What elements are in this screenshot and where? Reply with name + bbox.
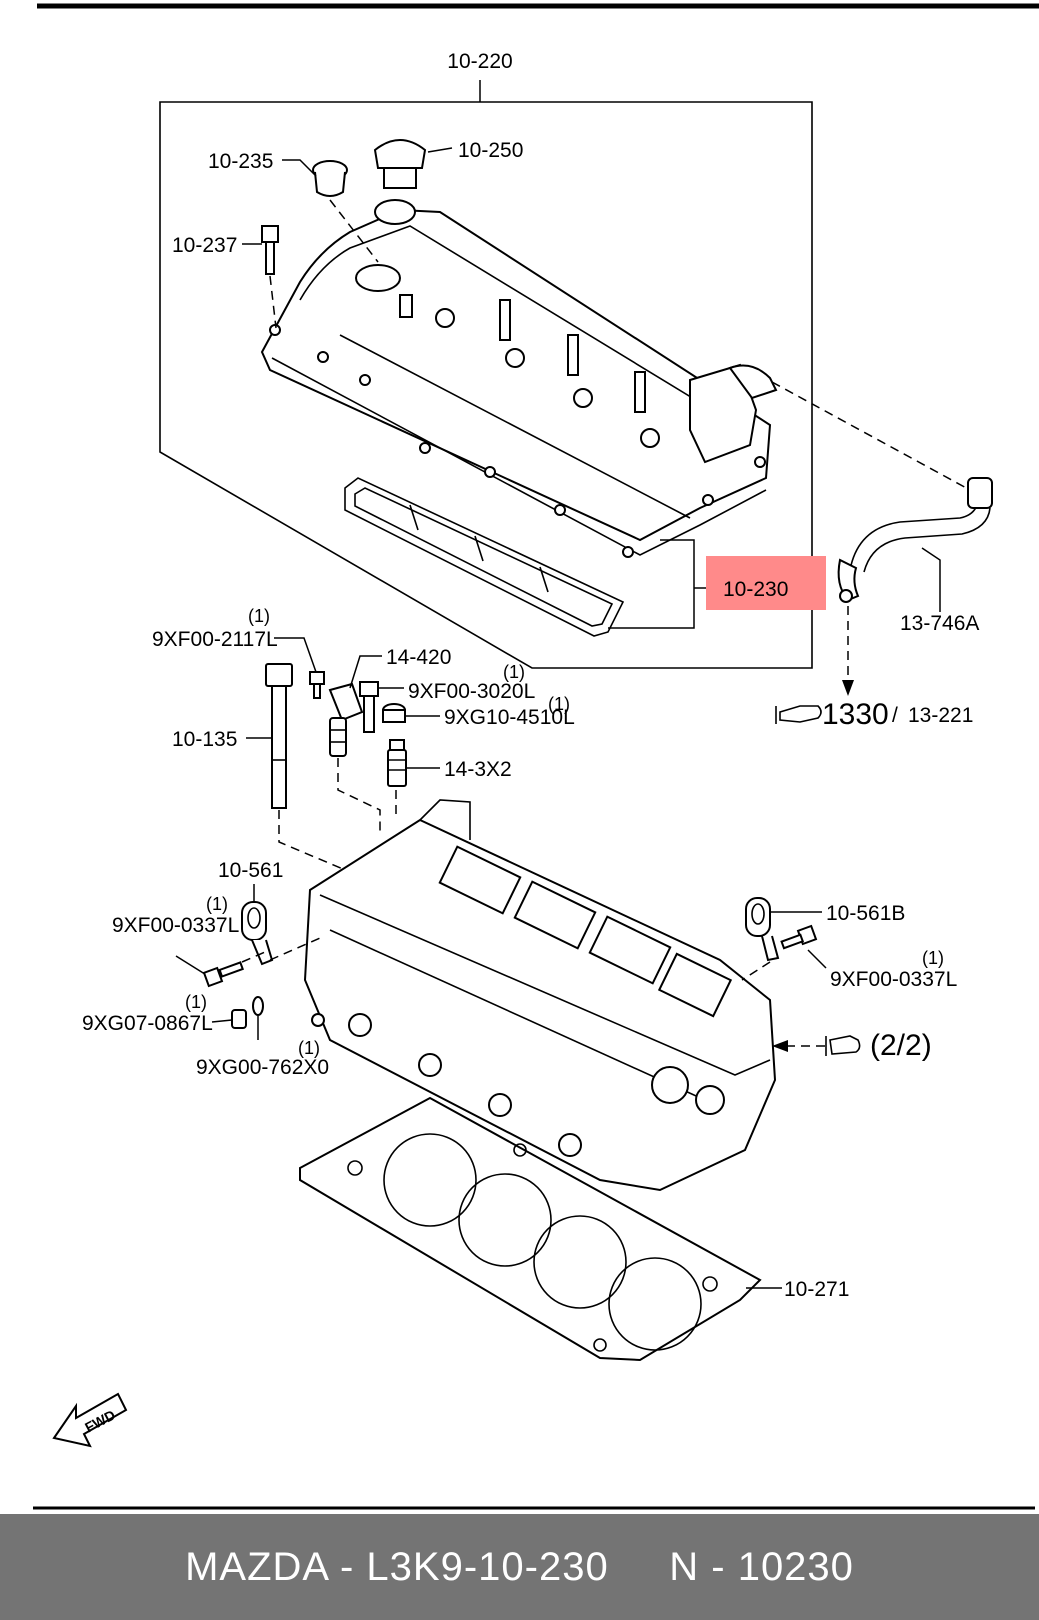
bolt-2117: [309, 671, 325, 699]
qty-plug-0867: (1): [185, 992, 207, 1012]
bolt-0337-left: [202, 961, 244, 988]
label-cover-gasket: 10-230: [723, 578, 788, 601]
qty-bolt-3020: (1): [503, 662, 525, 682]
qty-plug-4510: (1): [548, 694, 570, 714]
parts-diagram: 10-220 10-250 1: [33, 3, 1039, 1510]
label-bolt-0337-right: 9XF00-0337L: [830, 968, 957, 991]
pointing-hand-icon-2: [825, 1035, 861, 1056]
label-valve-14-3x2: 14-3X2: [444, 758, 512, 781]
plug-seal: [312, 160, 348, 197]
qty-washer-762: (1): [298, 1038, 320, 1058]
label-washer-762: 9XG00-762X0: [196, 1056, 329, 1079]
qty-bolt-2117: (1): [248, 606, 270, 626]
highlight-cover-gasket: [706, 556, 826, 610]
bracket-right: [745, 897, 780, 962]
label-ref-1330[interactable]: 1330: [822, 698, 889, 731]
cylinder-head-cover: [260, 199, 778, 558]
oil-filler-cap: [373, 139, 427, 189]
label-plug-4510: 9XG10-4510L: [444, 706, 575, 729]
oil-filter-valve: [387, 739, 407, 787]
cover-assembly-box: [159, 101, 813, 669]
head-gasket: [299, 1096, 762, 1362]
footer-bar: MAZDA - L3K9-10-230 N - 10230: [0, 1514, 1039, 1620]
label-plug-0867: 9XG07-0867L: [82, 1012, 213, 1035]
cylinder-head: [303, 799, 777, 1192]
cover-bolt: [261, 225, 279, 275]
plug-4510: [382, 703, 406, 723]
label-oil-filler-cap: 10-250: [458, 139, 523, 162]
breather-hose: [837, 477, 993, 603]
label-bolt-3020: 9XF00-3020L: [408, 680, 535, 703]
bolt-0337-right: [780, 924, 818, 950]
plug-0867: [231, 1009, 247, 1029]
label-sensor-14-420: 14-420: [386, 646, 451, 669]
label-ref-13-221[interactable]: 13-221: [908, 704, 973, 727]
label-bracket-left: 10-561: [218, 859, 283, 882]
oil-control-valve: [328, 682, 364, 757]
head-bolt: [265, 663, 293, 809]
label-cover-assembly: 10-220: [447, 50, 512, 73]
ref-separator: /: [892, 704, 898, 727]
label-head-bolt: 10-135: [172, 728, 237, 751]
bolt-3020: [359, 681, 379, 733]
cover-gasket: [344, 477, 625, 637]
label-breather-hose: 13-746A: [900, 612, 979, 635]
label-cover-bolt: 10-237: [172, 234, 237, 257]
label-head-gasket: 10-271: [784, 1278, 849, 1301]
qty-bolt-0337-right: (1): [922, 948, 944, 968]
washer-762: [252, 996, 264, 1016]
fwd-arrow-icon: FWD: [52, 1392, 128, 1448]
qty-bolt-0337-left: (1): [206, 894, 228, 914]
footer-part-number: MAZDA - L3K9-10-230 N - 10230: [185, 1544, 854, 1589]
label-ref-2-2[interactable]: (2/2): [870, 1029, 932, 1062]
pointing-hand-icon: [775, 705, 822, 724]
label-plug-seal: 10-235: [208, 150, 273, 173]
label-bracket-right: 10-561B: [826, 902, 905, 925]
label-bolt-0337-left: 9XF00-0337L: [112, 914, 239, 937]
label-bolt-2117: 9XF00-2117L: [152, 628, 278, 651]
bracket-left: [241, 901, 274, 966]
